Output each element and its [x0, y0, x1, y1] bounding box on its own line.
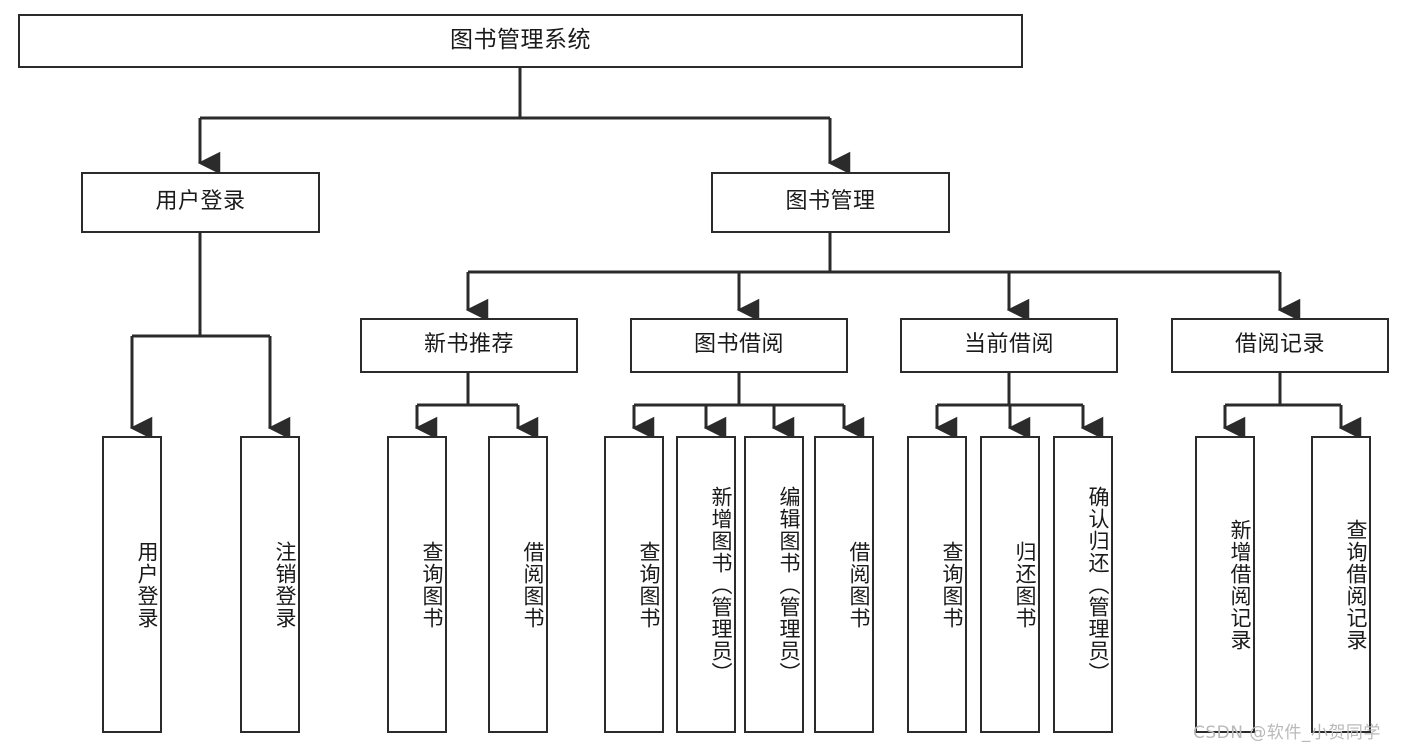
leaf-borrow-add-book-admin[interactable]: 新增图书（管理员）: [676, 436, 736, 733]
node-label: 归还图书: [1013, 540, 1037, 629]
node-label: 查询图书: [940, 540, 964, 629]
leaf-borrow-borrow-book[interactable]: 借阅图书: [814, 436, 874, 733]
leaf-current-confirm-return-admin[interactable]: 确认归还（管理员）: [1053, 436, 1113, 733]
node-label: 当前借阅: [963, 332, 1054, 358]
leaf-user-login-login[interactable]: 用户登录: [102, 436, 162, 733]
node-label: 用户登录: [135, 540, 159, 629]
watermark-text: CSDN @软件_小贺同学: [1193, 723, 1381, 743]
leaf-user-login-logout[interactable]: 注销登录: [240, 436, 300, 733]
leaf-current-return-book[interactable]: 归还图书: [980, 436, 1040, 733]
node-current-borrow[interactable]: 当前借阅: [900, 318, 1118, 373]
node-user-login[interactable]: 用户登录: [81, 172, 320, 233]
csdn-watermark: CSDN @软件_小贺同学: [1193, 718, 1381, 743]
node-book-management[interactable]: 图书管理: [711, 172, 950, 233]
node-label: 新增借阅记录: [1228, 518, 1252, 651]
node-label: 查询图书: [637, 540, 661, 629]
leaf-new-book-borrow-book[interactable]: 借阅图书: [488, 436, 548, 733]
node-new-book-recommend[interactable]: 新书推荐: [360, 318, 578, 373]
node-label: 用户登录: [155, 189, 246, 215]
node-label: 借阅图书: [847, 540, 871, 629]
node-label: 确认归还（管理员）: [1086, 485, 1110, 684]
node-book-borrow[interactable]: 图书借阅: [630, 318, 848, 373]
node-label: 图书管理系统: [450, 27, 591, 54]
node-label: 查询借阅记录: [1344, 518, 1368, 651]
leaf-new-book-query-book[interactable]: 查询图书: [387, 436, 447, 733]
node-label: 编辑图书（管理员）: [777, 485, 801, 684]
node-label: 注销登录: [273, 540, 297, 629]
node-root-book-management-system[interactable]: 图书管理系统: [18, 14, 1023, 68]
node-label: 借阅记录: [1234, 332, 1325, 358]
leaf-borrow-edit-book-admin[interactable]: 编辑图书（管理员）: [744, 436, 804, 733]
node-label: 新书推荐: [423, 332, 514, 358]
node-label: 新增图书（管理员）: [709, 485, 733, 684]
leaf-record-query-borrow-record[interactable]: 查询借阅记录: [1311, 436, 1371, 733]
node-label: 查询图书: [420, 540, 444, 629]
leaf-record-add-borrow-record[interactable]: 新增借阅记录: [1195, 436, 1255, 733]
leaf-current-query-book[interactable]: 查询图书: [907, 436, 967, 733]
leaf-borrow-query-book[interactable]: 查询图书: [604, 436, 664, 733]
node-label: 图书管理: [785, 189, 876, 215]
node-label: 图书借阅: [693, 332, 784, 358]
node-borrow-record[interactable]: 借阅记录: [1171, 318, 1389, 373]
node-label: 借阅图书: [521, 540, 545, 629]
